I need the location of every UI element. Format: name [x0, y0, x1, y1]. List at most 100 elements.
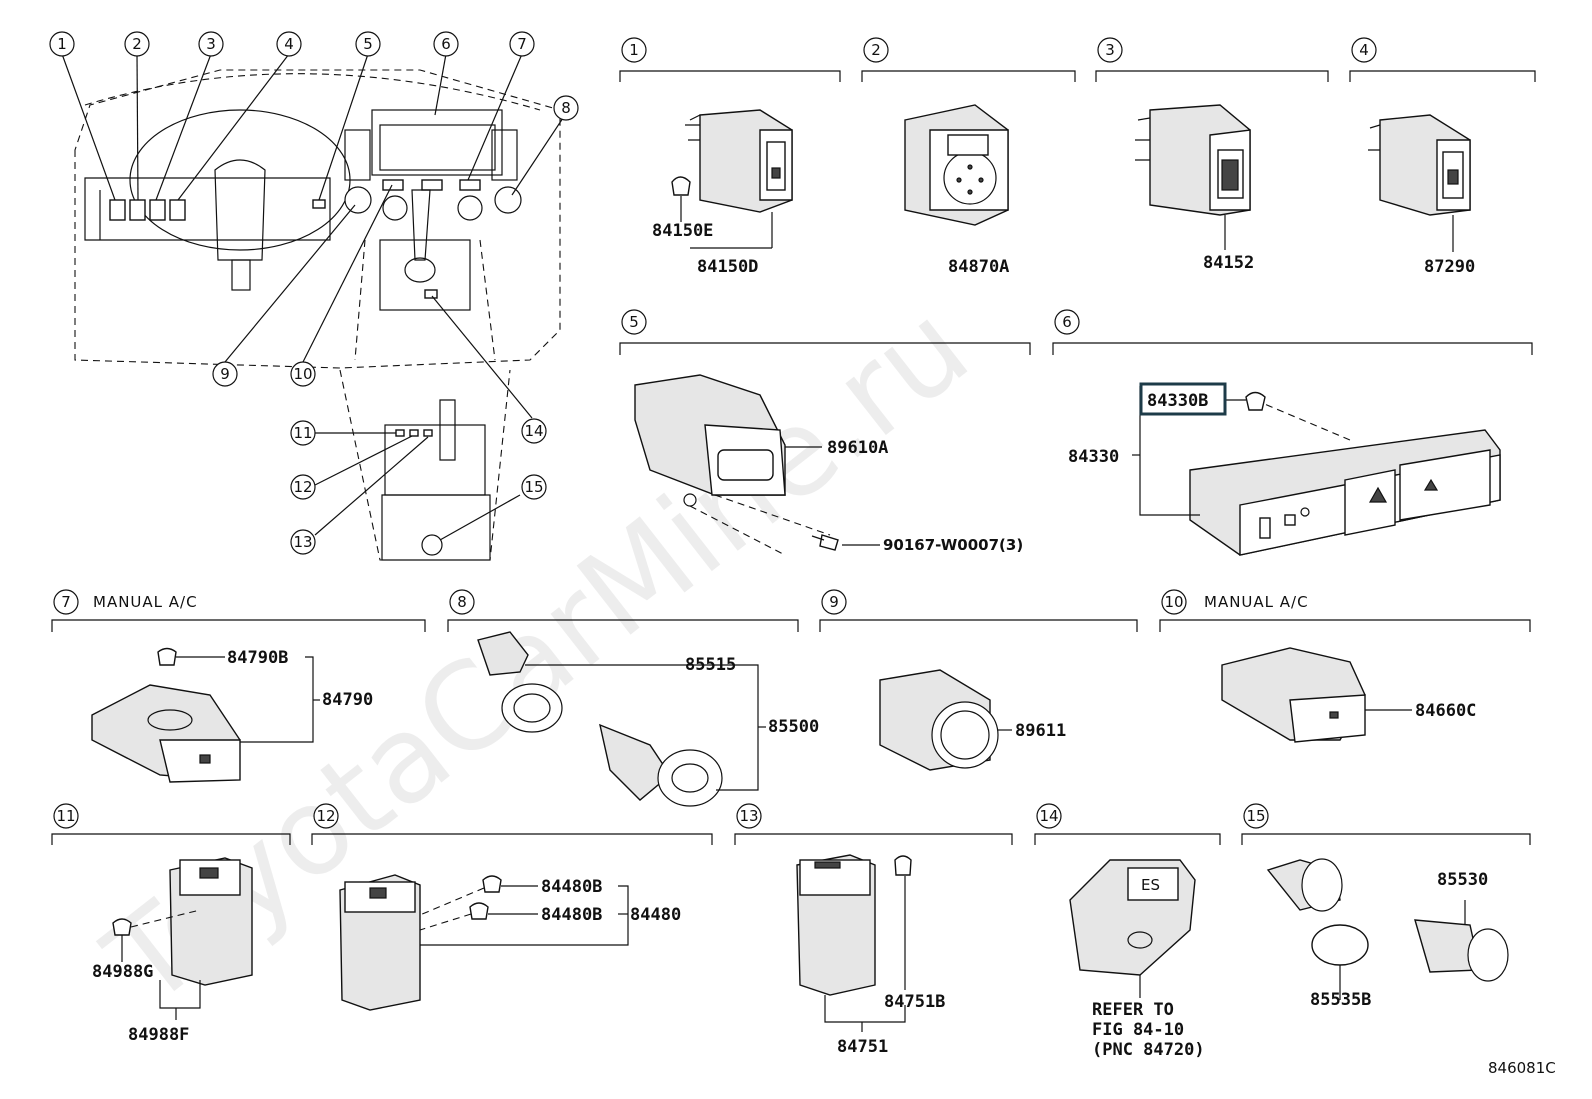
callout-6: [433, 31, 459, 57]
group-9-badge: [821, 589, 847, 615]
part-84790-ac-switch: [91, 647, 320, 783]
group-headers: 1 2 3 4 5 6 7 MANUAL A/C 8 9 10 MANUAL A…: [53, 37, 1377, 829]
part-84870A-mirror-switch: [904, 104, 1009, 226]
group-10-badge: [1161, 589, 1187, 615]
group-13-badge: [736, 803, 762, 829]
svg-text:2: 2: [132, 35, 142, 53]
callout-1: [49, 31, 75, 57]
svg-text:11: 11: [56, 807, 75, 825]
part-84330-switch-panel: [1132, 386, 1501, 556]
svg-text:9: 9: [829, 593, 839, 611]
label-84480B-b: 84480B: [541, 905, 602, 925]
group-14-badge: [1036, 803, 1062, 829]
group-15-badge: [1243, 803, 1269, 829]
group-7-badge: [53, 589, 79, 615]
part-85500-power-outlet: [477, 631, 766, 807]
svg-text:3: 3: [206, 35, 216, 53]
group-7-caption: MANUAL A/C: [93, 593, 198, 611]
label-84751: 84751: [837, 1037, 888, 1057]
group-12-badge: [313, 803, 339, 829]
svg-text:FIG 84-10: FIG 84-10: [1092, 1020, 1184, 1040]
callout-13: [290, 529, 316, 555]
callout-2: [124, 31, 150, 57]
label-85515: 85515: [685, 655, 736, 675]
svg-text:11: 11: [293, 424, 312, 442]
svg-text:13: 13: [293, 533, 312, 551]
overview-callouts: 1 2 3 4 5 6 7 8 9 10 11 12 13 14 15: [49, 31, 579, 555]
part-89610A-receiver: [634, 374, 880, 556]
highlight-84330B: [1139, 382, 1227, 416]
svg-text:14: 14: [1039, 807, 1058, 825]
svg-text:6: 6: [1062, 313, 1072, 331]
group-brackets: [51, 70, 1536, 845]
label-84330B: 84330B: [1147, 391, 1208, 411]
svg-text:2: 2: [871, 41, 881, 59]
overview-leaders: [61, 53, 564, 541]
callout-11: [290, 420, 316, 446]
label-84988G: 84988G: [92, 962, 153, 982]
label-84480: 84480: [630, 905, 681, 925]
label-84660C: 84660C: [1415, 701, 1476, 721]
figure-id: 846081C: [1488, 1059, 1556, 1077]
svg-text:5: 5: [363, 35, 373, 53]
label-87290: 87290: [1424, 257, 1475, 277]
svg-text:1: 1: [57, 35, 67, 53]
part-90167-screw: [811, 534, 839, 551]
label-85535B: 85535B: [1310, 990, 1371, 1010]
label-84790: 84790: [322, 690, 373, 710]
svg-text:7: 7: [517, 35, 527, 53]
label-84870A: 84870A: [948, 257, 1009, 277]
part-84988F-switch: [112, 857, 253, 1020]
label-84150D: 84150D: [697, 257, 758, 277]
svg-text:3: 3: [1105, 41, 1115, 59]
callout-4: [276, 31, 302, 57]
group-11-badge: [53, 803, 79, 829]
label-89611: 89611: [1015, 721, 1066, 741]
svg-text:(PNC 84720): (PNC 84720): [1092, 1040, 1205, 1060]
label-84988F: 84988F: [128, 1025, 189, 1045]
svg-text:4: 4: [1359, 41, 1369, 59]
part-84152-dimmer-switch: [1135, 104, 1251, 250]
group-10-caption: MANUAL A/C: [1204, 593, 1309, 611]
group-5-badge: [621, 309, 647, 335]
label-84150E: 84150E: [652, 221, 713, 241]
callout-15: [521, 474, 547, 500]
svg-text:12: 12: [293, 478, 312, 496]
label-85530: 85530: [1437, 870, 1488, 890]
svg-text:15: 15: [524, 478, 543, 496]
part-84751-switch: [796, 854, 912, 1032]
callout-12: [290, 474, 316, 500]
dashboard-overview: [74, 69, 561, 561]
svg-text:13: 13: [739, 807, 758, 825]
svg-text:4: 4: [284, 35, 294, 53]
label-84751B: 84751B: [884, 992, 945, 1012]
callout-9: [212, 361, 238, 387]
group-4-badge: [1351, 37, 1377, 63]
part-85530-socket: [1266, 858, 1509, 1000]
svg-text:15: 15: [1246, 807, 1265, 825]
svg-text:7: 7: [61, 593, 71, 611]
label-89610A: 89610A: [827, 438, 888, 458]
callout-8: [553, 95, 579, 121]
svg-text:5: 5: [629, 313, 639, 331]
label-90167: 90167-W0007(3): [883, 536, 1023, 554]
group-8-badge: [449, 589, 475, 615]
svg-text:12: 12: [316, 807, 335, 825]
group-6-badge: [1054, 309, 1080, 335]
group-2-badge: [863, 37, 889, 63]
part-89611-start-button: [879, 669, 1012, 771]
label-84480B-a: 84480B: [541, 877, 602, 897]
svg-text:9: 9: [220, 365, 230, 383]
callout-10: [290, 361, 316, 387]
callout-3: [198, 31, 224, 57]
svg-text:1: 1: [629, 41, 639, 59]
part-84660C-ac-switch: [1221, 647, 1412, 743]
label-85500: 85500: [768, 717, 819, 737]
callout-7: [509, 31, 535, 57]
part-84480-switch: [339, 874, 629, 1011]
refer-note: REFER TO FIG 84-10 (PNC 84720): [1092, 1000, 1205, 1060]
svg-text:10: 10: [1164, 593, 1183, 611]
svg-text:REFER TO: REFER TO: [1092, 1000, 1174, 1020]
svg-text:8: 8: [457, 593, 467, 611]
